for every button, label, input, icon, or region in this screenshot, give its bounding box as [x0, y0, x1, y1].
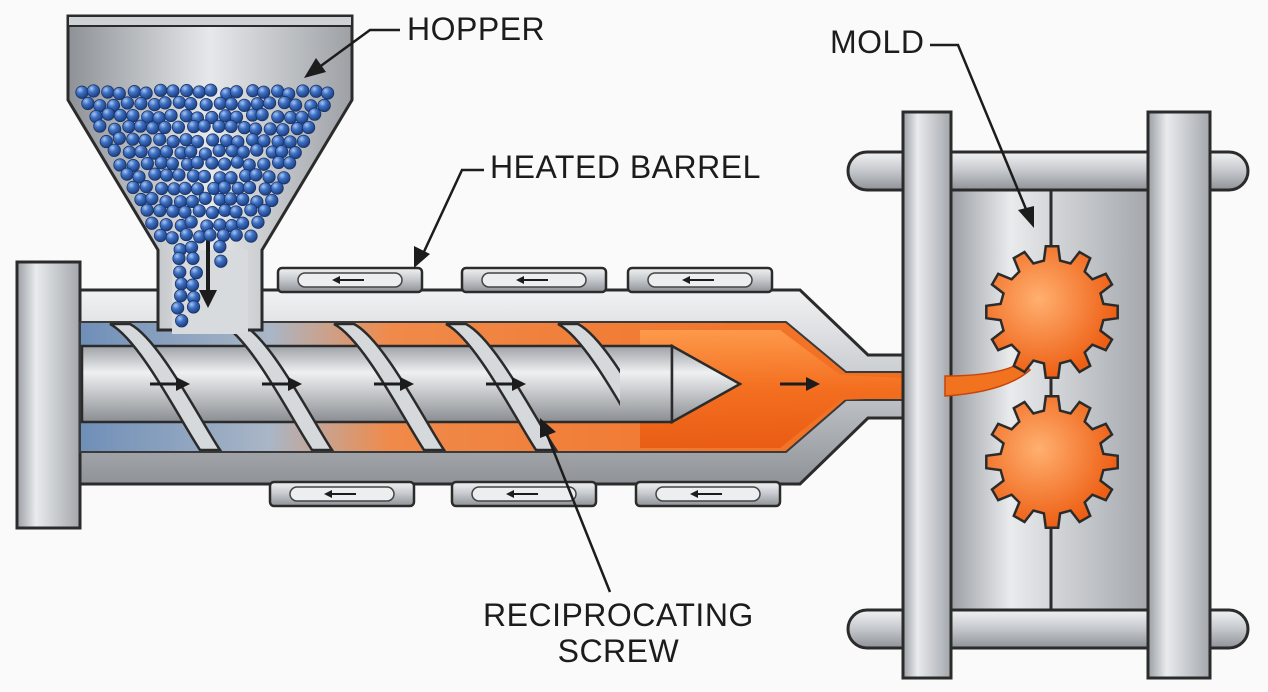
gear-cavity: [985, 245, 1119, 379]
leader-lines: [317, 28, 1030, 593]
flow-arrow-icon: [486, 377, 526, 391]
gear-cavity-icon: [985, 245, 1119, 529]
heater-band-icon: [450, 480, 598, 508]
screw-flight: [221, 322, 335, 452]
nozzle-melt: [640, 330, 945, 448]
heated-barrel-label: HEATED BARREL: [490, 149, 761, 185]
heater-bands: [268, 266, 782, 508]
mold-leader: [930, 43, 1030, 215]
flow-arrow-icon: [262, 377, 302, 391]
screw-label-line2: SCREW: [557, 632, 680, 669]
heater-band-icon: [268, 480, 416, 508]
screw-flight: [557, 322, 620, 406]
screw-flights: [109, 322, 620, 452]
heater-band-icon: [276, 266, 424, 294]
flow-arrow-icon: [780, 377, 820, 391]
pellet-icon: [75, 83, 335, 328]
mold-label: MOLD: [830, 24, 925, 60]
screw-label-line1: RECIPROCATING: [483, 597, 754, 633]
screw-flight: [333, 322, 447, 452]
hopper: [66, 14, 354, 334]
screw-flight: [109, 322, 223, 452]
heater-band-icon: [626, 266, 774, 294]
leader-arrowheads: [304, 58, 1034, 438]
heater-band-icon: [634, 480, 782, 508]
reciprocating-screw: [80, 322, 743, 452]
heated-barrel-leader: [420, 168, 484, 257]
reciprocating-screw-label: RECIPROCATING SCREW: [483, 597, 754, 670]
hopper-label: HOPPER: [407, 11, 546, 47]
heater-band-icon: [460, 266, 608, 294]
screw-leader: [544, 431, 612, 593]
flow-arrow-icon: [150, 377, 190, 391]
end-flange: [15, 260, 82, 530]
mold: [846, 110, 1250, 680]
flow-arrow-icon: [374, 377, 414, 391]
gear-cavity: [985, 395, 1119, 529]
hopper-leader: [317, 28, 400, 70]
screw-flight: [445, 322, 559, 452]
